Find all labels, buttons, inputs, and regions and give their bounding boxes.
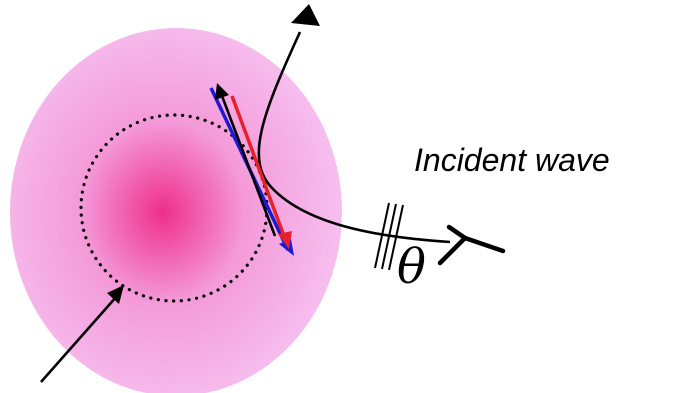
- red-arrow: [230, 95, 286, 237]
- black-arrow: [220, 95, 277, 237]
- halo-disk: [10, 28, 342, 393]
- wavefront-marks: [374, 202, 404, 271]
- angle-indicator: [437, 224, 506, 266]
- red-arrowhead-icon: [278, 231, 292, 249]
- theta-symbol: θ: [397, 239, 426, 295]
- blue-arrowhead-icon: [279, 239, 294, 256]
- pointer-arrowhead-icon: [107, 285, 124, 304]
- incident-wave-label: Incident wave: [414, 142, 610, 178]
- pointer-arrow: [40, 295, 118, 383]
- trajectory-arrowhead-icon: [291, 4, 320, 26]
- black-arrowhead-icon: [215, 83, 229, 100]
- scattered-trajectory: [257, 31, 451, 244]
